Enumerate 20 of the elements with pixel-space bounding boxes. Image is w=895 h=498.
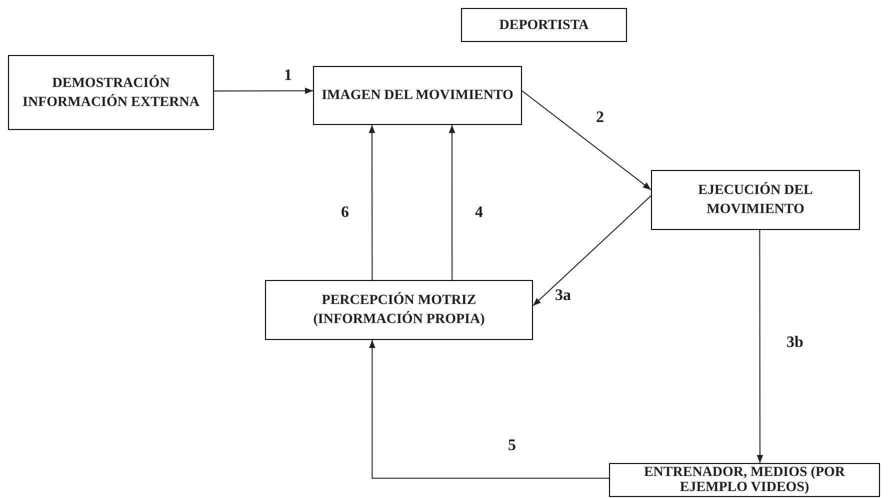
process-box: DEPORTISTA: [461, 8, 627, 42]
arrow: [522, 90, 652, 190]
process-box: IMAGEN DEL MOVIMIENTO: [313, 66, 522, 125]
edge-label: 6: [341, 204, 349, 222]
edge-label: 4: [475, 204, 483, 222]
arrow: [532, 195, 652, 306]
edge-label: 2: [596, 109, 604, 127]
process-box: DEMOSTRACIÓN INFORMACIÓN EXTERNA: [8, 55, 214, 130]
arrow: [368, 124, 376, 280]
arrow: [448, 124, 456, 280]
process-box: ENTRENADOR, MEDIOS (POR EJEMPLO VIDEOS): [609, 463, 880, 497]
arrow: [214, 88, 314, 94]
edge-label: 5: [508, 437, 516, 455]
arrow: [756, 230, 764, 464]
process-box: EJECUCIÓN DEL MOVIMIENTO: [651, 170, 860, 230]
edge-label: 3b: [786, 334, 804, 352]
arrow: [369, 340, 610, 479]
process-box: PERCEPCIÓN MOTRIZ (INFORMACIÓN PROPIA): [265, 280, 533, 340]
edge-label: 3a: [555, 287, 571, 305]
edge-label: 1: [284, 67, 292, 85]
